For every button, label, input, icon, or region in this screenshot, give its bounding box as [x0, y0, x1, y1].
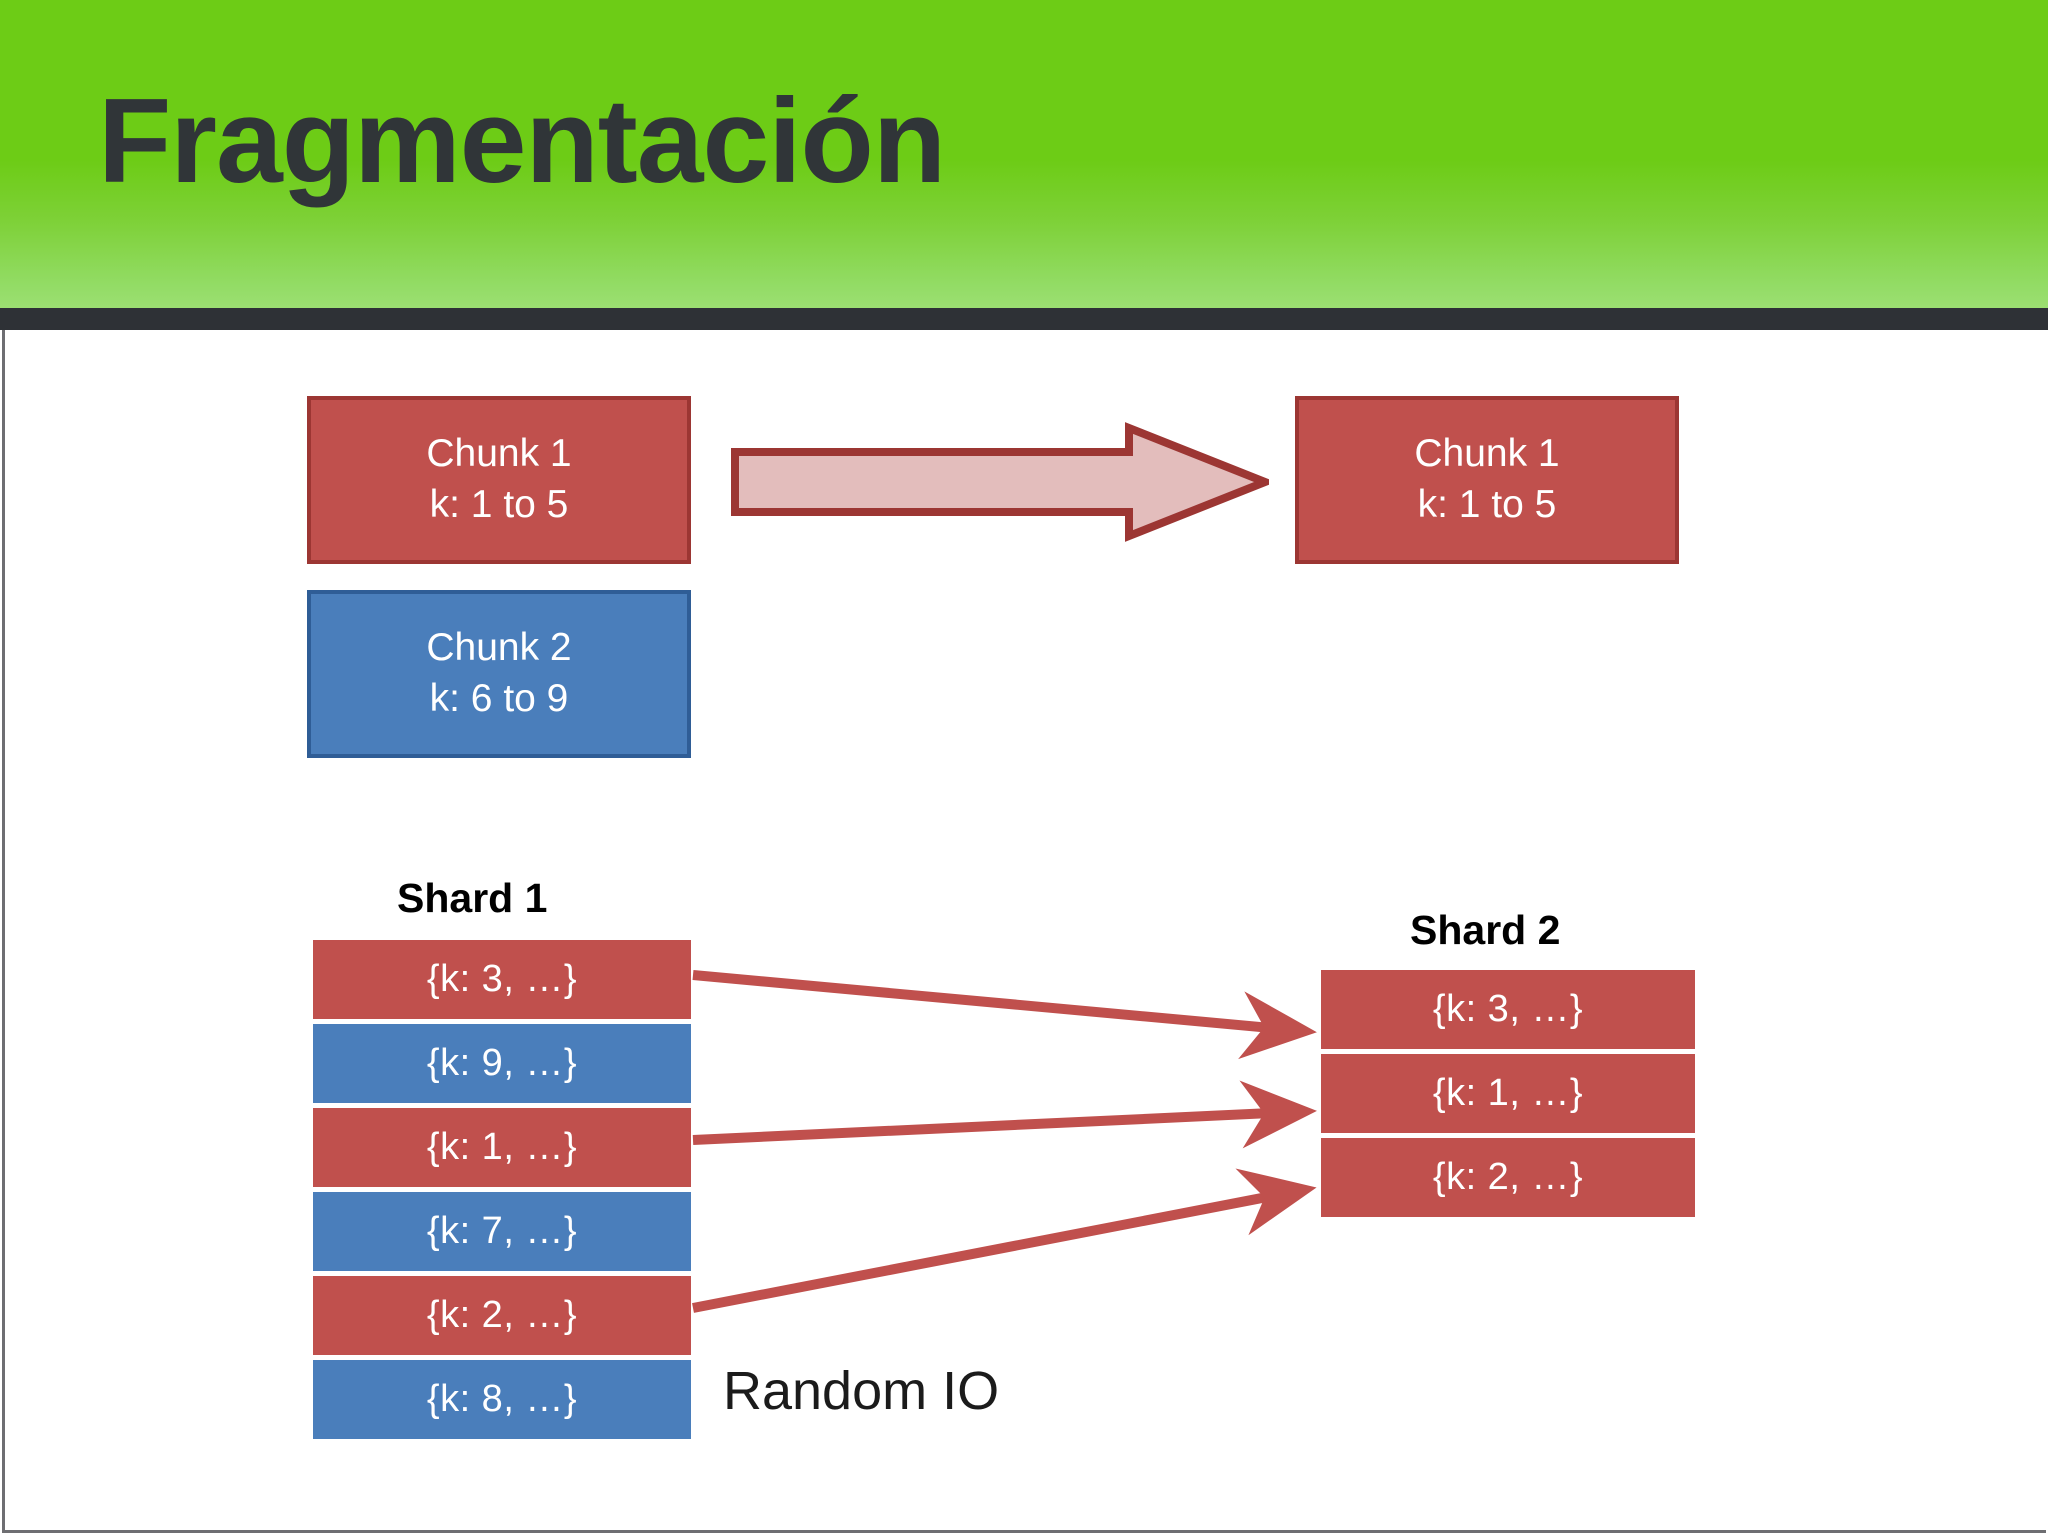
arrow-k2 — [692, 1168, 1317, 1313]
arrow-k1 — [692, 1080, 1317, 1149]
shard-1-row: {k: 9, …} — [313, 1024, 691, 1103]
chunk-box-chunk-2-before: Chunk 2 k: 6 to 9 — [307, 590, 691, 758]
shard-2-row: {k: 1, …} — [1321, 1054, 1695, 1133]
shard-1-row: {k: 1, …} — [313, 1108, 691, 1187]
chunk-range: k: 6 to 9 — [429, 677, 569, 720]
shard-1-row: {k: 3, …} — [313, 940, 691, 1019]
slide-content-area: Chunk 1 k: 1 to 5 Chunk 2 k: 6 to 9 Chun… — [2, 330, 2046, 1533]
shard-1-row-stack: {k: 3, …} {k: 9, …} {k: 1, …} {k: 7, …} … — [313, 940, 691, 1444]
shard-1-label: Shard 1 — [397, 875, 548, 921]
shard-2-row: {k: 2, …} — [1321, 1138, 1695, 1217]
shard-2-row-stack: {k: 3, …} {k: 1, …} {k: 2, …} — [1321, 970, 1695, 1222]
chunk-range: k: 1 to 5 — [1417, 483, 1557, 526]
shard-1-row: {k: 2, …} — [313, 1276, 691, 1355]
header-divider-rule — [0, 308, 2048, 330]
chunk-title: Chunk 1 — [426, 432, 572, 476]
slide-header-band — [0, 0, 2048, 308]
chunk-title: Chunk 2 — [426, 626, 572, 670]
shard-2-row: {k: 3, …} — [1321, 970, 1695, 1049]
arrow-k3 — [692, 970, 1317, 1060]
shard-1-row: {k: 7, …} — [313, 1192, 691, 1271]
chunk-range: k: 1 to 5 — [429, 483, 569, 526]
random-io-label: Random IO — [723, 1361, 1000, 1421]
chunk-title: Chunk 1 — [1414, 432, 1560, 476]
transfer-arrow-icon — [731, 422, 1269, 542]
chunk-box-chunk-1-after: Chunk 1 k: 1 to 5 — [1295, 396, 1679, 564]
page-title: Fragmentación — [98, 74, 946, 208]
shard-1-row: {k: 8, …} — [313, 1360, 691, 1439]
shard-2-label: Shard 2 — [1410, 907, 1561, 953]
chunk-box-chunk-1-before: Chunk 1 k: 1 to 5 — [307, 396, 691, 564]
